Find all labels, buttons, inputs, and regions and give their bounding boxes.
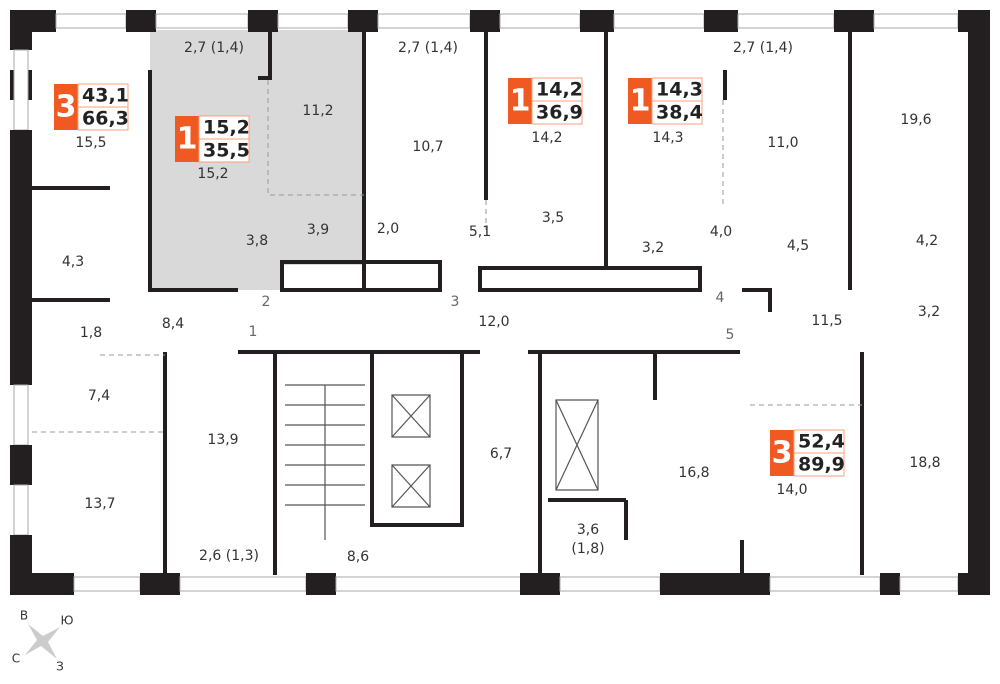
compass-west: З: [56, 660, 64, 674]
room-count: 1: [630, 84, 651, 119]
entrance-number: 5: [726, 327, 735, 343]
compass-north: С: [12, 652, 20, 666]
entrance-numbers: 1 2 3 4 5: [249, 290, 735, 343]
room-label: 4,0: [710, 224, 732, 240]
compass-east: В: [20, 609, 28, 623]
room-label: 6,7: [490, 446, 512, 462]
interior-walls: [32, 30, 864, 575]
room-label: 14,2: [531, 130, 562, 146]
room-label: 14,0: [776, 482, 807, 498]
apartment-badge[interactable]: 3 52,4 89,9: [770, 429, 845, 477]
room-label: 18,8: [909, 455, 940, 471]
apartment-badge[interactable]: 1 14,3 38,4: [628, 77, 703, 125]
room-label: 11,0: [767, 135, 798, 151]
entrance-number: 1: [249, 324, 258, 340]
living-area: 52,4: [798, 431, 845, 453]
room-label: 15,5: [75, 135, 106, 151]
room-label: 2,7 (1,4): [733, 40, 793, 56]
entrance-number: 3: [451, 294, 460, 310]
room-label: 2,7 (1,4): [184, 40, 244, 56]
room-area-labels: 2,7 (1,4) 11,2 15,2 3,8 3,9 2,7 (1,4) 10…: [62, 40, 941, 565]
compass-south: Ю: [61, 614, 74, 628]
room-label: 11,2: [302, 103, 333, 119]
living-area: 14,2: [536, 79, 583, 101]
room-label: 8,4: [162, 316, 184, 332]
living-area: 15,2: [203, 117, 250, 139]
entrance-number: 4: [716, 290, 725, 306]
room-count: 1: [510, 84, 531, 119]
apartment-badge[interactable]: 3 43,1 66,3: [54, 83, 129, 131]
room-label: 13,7: [84, 496, 115, 512]
room-count: 3: [56, 90, 77, 125]
compass-rose: В Ю С З: [12, 609, 74, 674]
total-area: 36,9: [536, 102, 583, 124]
room-label: 19,6: [900, 112, 931, 128]
room-count: 3: [772, 436, 793, 471]
room-label: 3,8: [246, 233, 268, 249]
room-label: 2,0: [377, 221, 399, 237]
room-label: 3,6: [577, 522, 599, 538]
room-label: 4,3: [62, 254, 84, 270]
room-label: 4,5: [787, 238, 809, 254]
total-area: 89,9: [798, 454, 845, 476]
highlighted-apartment[interactable]: [150, 30, 362, 290]
total-area: 35,5: [203, 140, 250, 162]
exterior-walls: [10, 10, 990, 595]
total-area: 66,3: [82, 108, 129, 130]
room-label: 4,2: [916, 233, 938, 249]
room-label: 1,8: [80, 325, 102, 341]
room-label: 5,1: [469, 224, 491, 240]
room-label: 8,6: [347, 549, 369, 565]
living-area: 14,3: [656, 79, 703, 101]
compass-star-icon: [25, 624, 60, 659]
room-label: 2,6 (1,3): [199, 548, 259, 564]
room-label: (1,8): [571, 541, 604, 557]
room-label: 15,2: [197, 166, 228, 182]
room-count: 1: [177, 122, 198, 157]
apartment-badge[interactable]: 1 15,2 35,5: [175, 115, 250, 163]
total-area: 38,4: [656, 102, 703, 124]
room-label: 16,8: [678, 465, 709, 481]
room-label: 10,7: [412, 139, 443, 155]
entrance-number: 2: [262, 294, 271, 310]
apartment-badge[interactable]: 1 14,2 36,9: [508, 77, 583, 125]
room-label: 12,0: [478, 314, 509, 330]
living-area: 43,1: [82, 85, 129, 107]
room-label: 13,9: [207, 432, 238, 448]
room-label: 14,3: [652, 130, 683, 146]
room-label: 3,9: [307, 222, 329, 238]
room-label: 3,2: [642, 240, 664, 256]
room-label: 2,7 (1,4): [398, 40, 458, 56]
room-label: 11,5: [811, 313, 842, 329]
room-label: 3,5: [542, 210, 564, 226]
room-label: 7,4: [88, 388, 110, 404]
room-label: 3,2: [918, 304, 940, 320]
